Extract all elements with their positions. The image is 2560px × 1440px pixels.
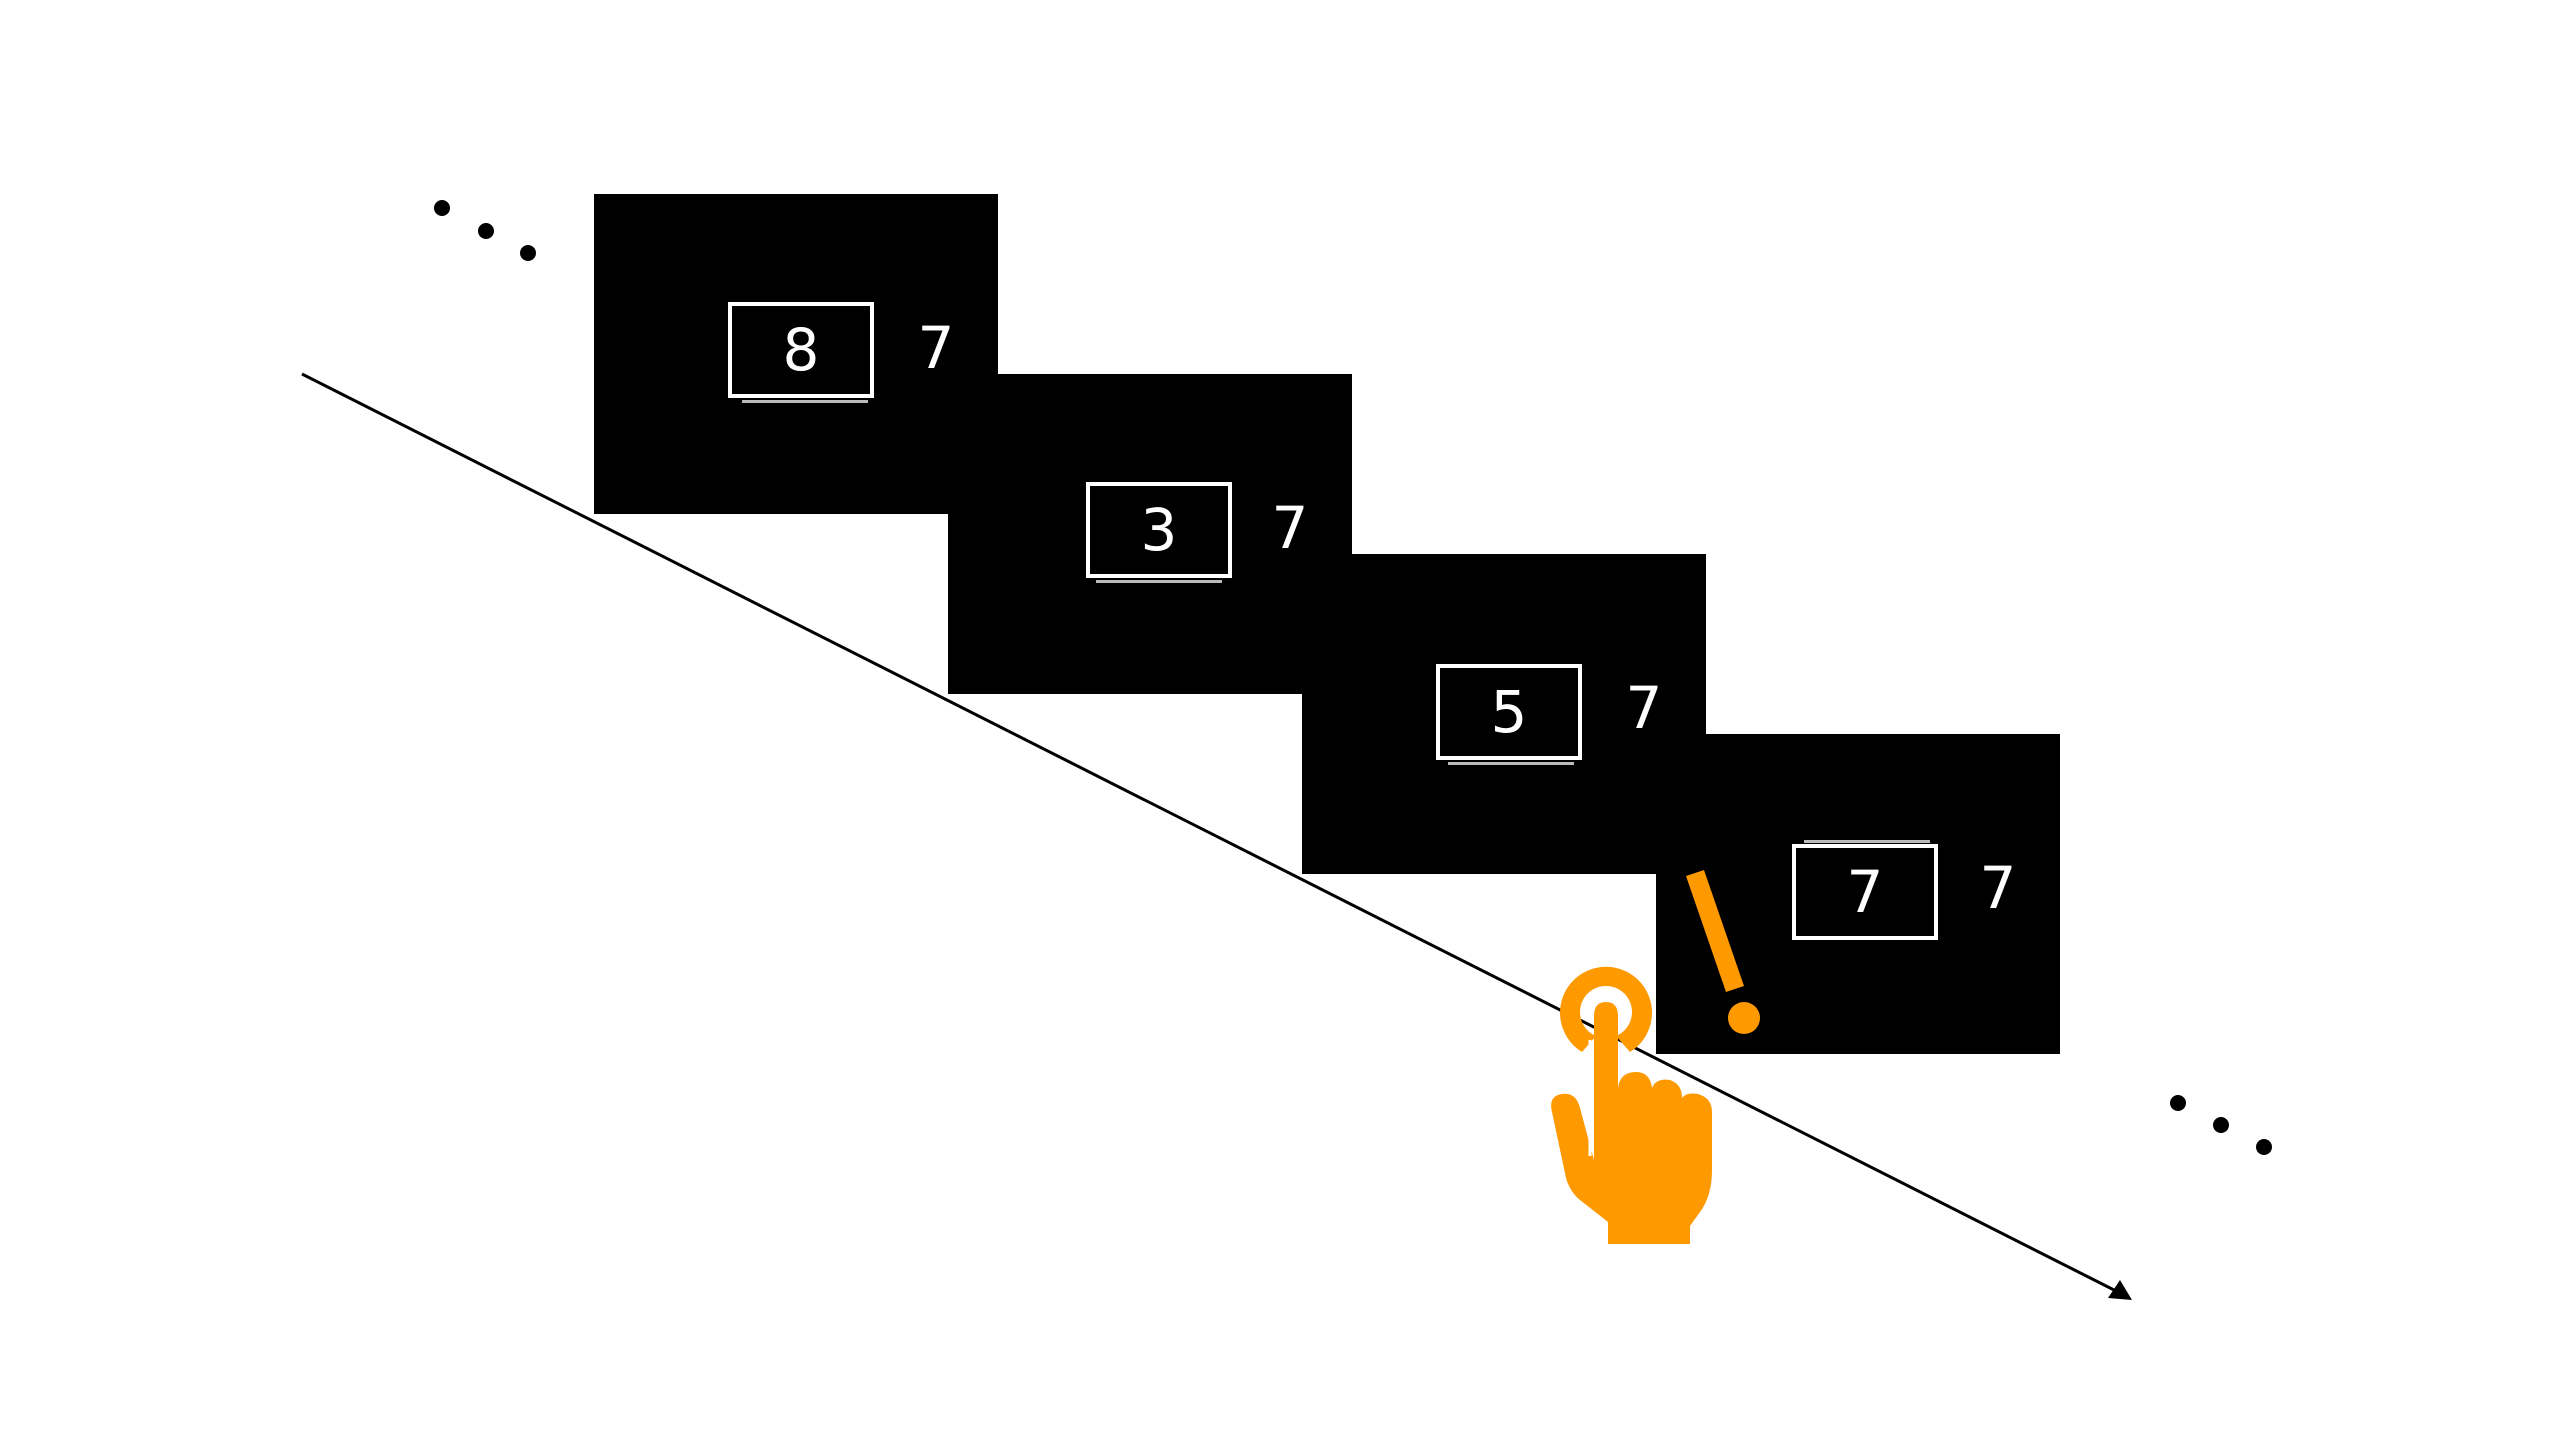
tap-hand-icon [1551, 966, 1712, 1244]
stimulus-digit: 3 [1140, 496, 1178, 564]
trial-screen-2: 3 7 [948, 374, 1352, 694]
stimulus-box-shadow [1448, 762, 1574, 765]
ellipsis-dot [478, 223, 494, 239]
timeline-line [301, 372, 2119, 1294]
stimulus-box [1436, 664, 1582, 760]
stimulus-digit: 5 [1490, 678, 1528, 746]
target-digit: 7 [1979, 854, 2017, 922]
target-digit: 7 [1271, 494, 1309, 562]
timeline-arrowhead [2108, 1280, 2132, 1300]
exclamation-dot [1728, 1002, 1760, 1034]
ellipsis-dot [520, 245, 536, 261]
stimulus-box [1086, 482, 1232, 578]
target-digit: 7 [917, 314, 955, 382]
stimulus-box [728, 302, 874, 398]
exclamation-icon [1686, 870, 1760, 1034]
tap-ripple [1560, 966, 1652, 1052]
ellipsis-dot [434, 200, 450, 216]
stimulus-box [1792, 844, 1938, 940]
stimulus-digit: 8 [782, 316, 820, 384]
trial-screen-3: 5 7 [1302, 554, 1706, 874]
trial-screen-4: 7 7 [1656, 734, 2060, 1054]
hand-shape [1551, 1002, 1712, 1244]
stimulus-box-shadow [1804, 840, 1930, 843]
ellipsis-icon [434, 200, 536, 261]
stimulus-digit: 7 [1846, 858, 1884, 926]
target-digit: 7 [1625, 674, 1663, 742]
exclamation-bar [1686, 870, 1744, 992]
ellipsis-dot [2213, 1117, 2229, 1133]
ellipsis-icon [2170, 1095, 2272, 1155]
stimulus-box-shadow [1096, 580, 1222, 583]
ellipsis-dot [2170, 1095, 2186, 1111]
trial-screen-1: 8 7 [594, 194, 998, 514]
arrow-icon [301, 372, 2132, 1300]
stimulus-box-shadow [742, 400, 868, 403]
ellipsis-dot [2256, 1139, 2272, 1155]
